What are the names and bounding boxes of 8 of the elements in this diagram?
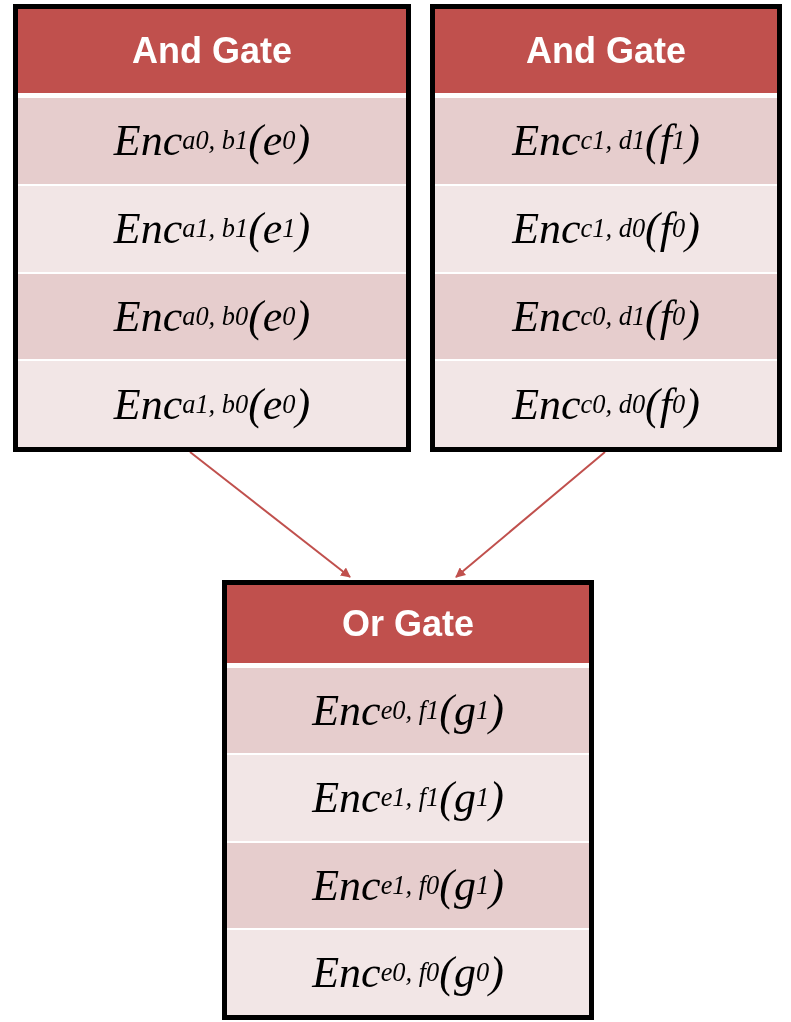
gate-table	[430, 4, 782, 452]
arrow	[455, 451, 606, 578]
arrow	[189, 451, 351, 578]
gate-table	[222, 580, 594, 1020]
table-header: Or Gate	[227, 585, 589, 666]
table-header: And Gate	[435, 9, 777, 96]
gate-table	[13, 4, 411, 452]
table-header: And Gate	[18, 9, 406, 96]
